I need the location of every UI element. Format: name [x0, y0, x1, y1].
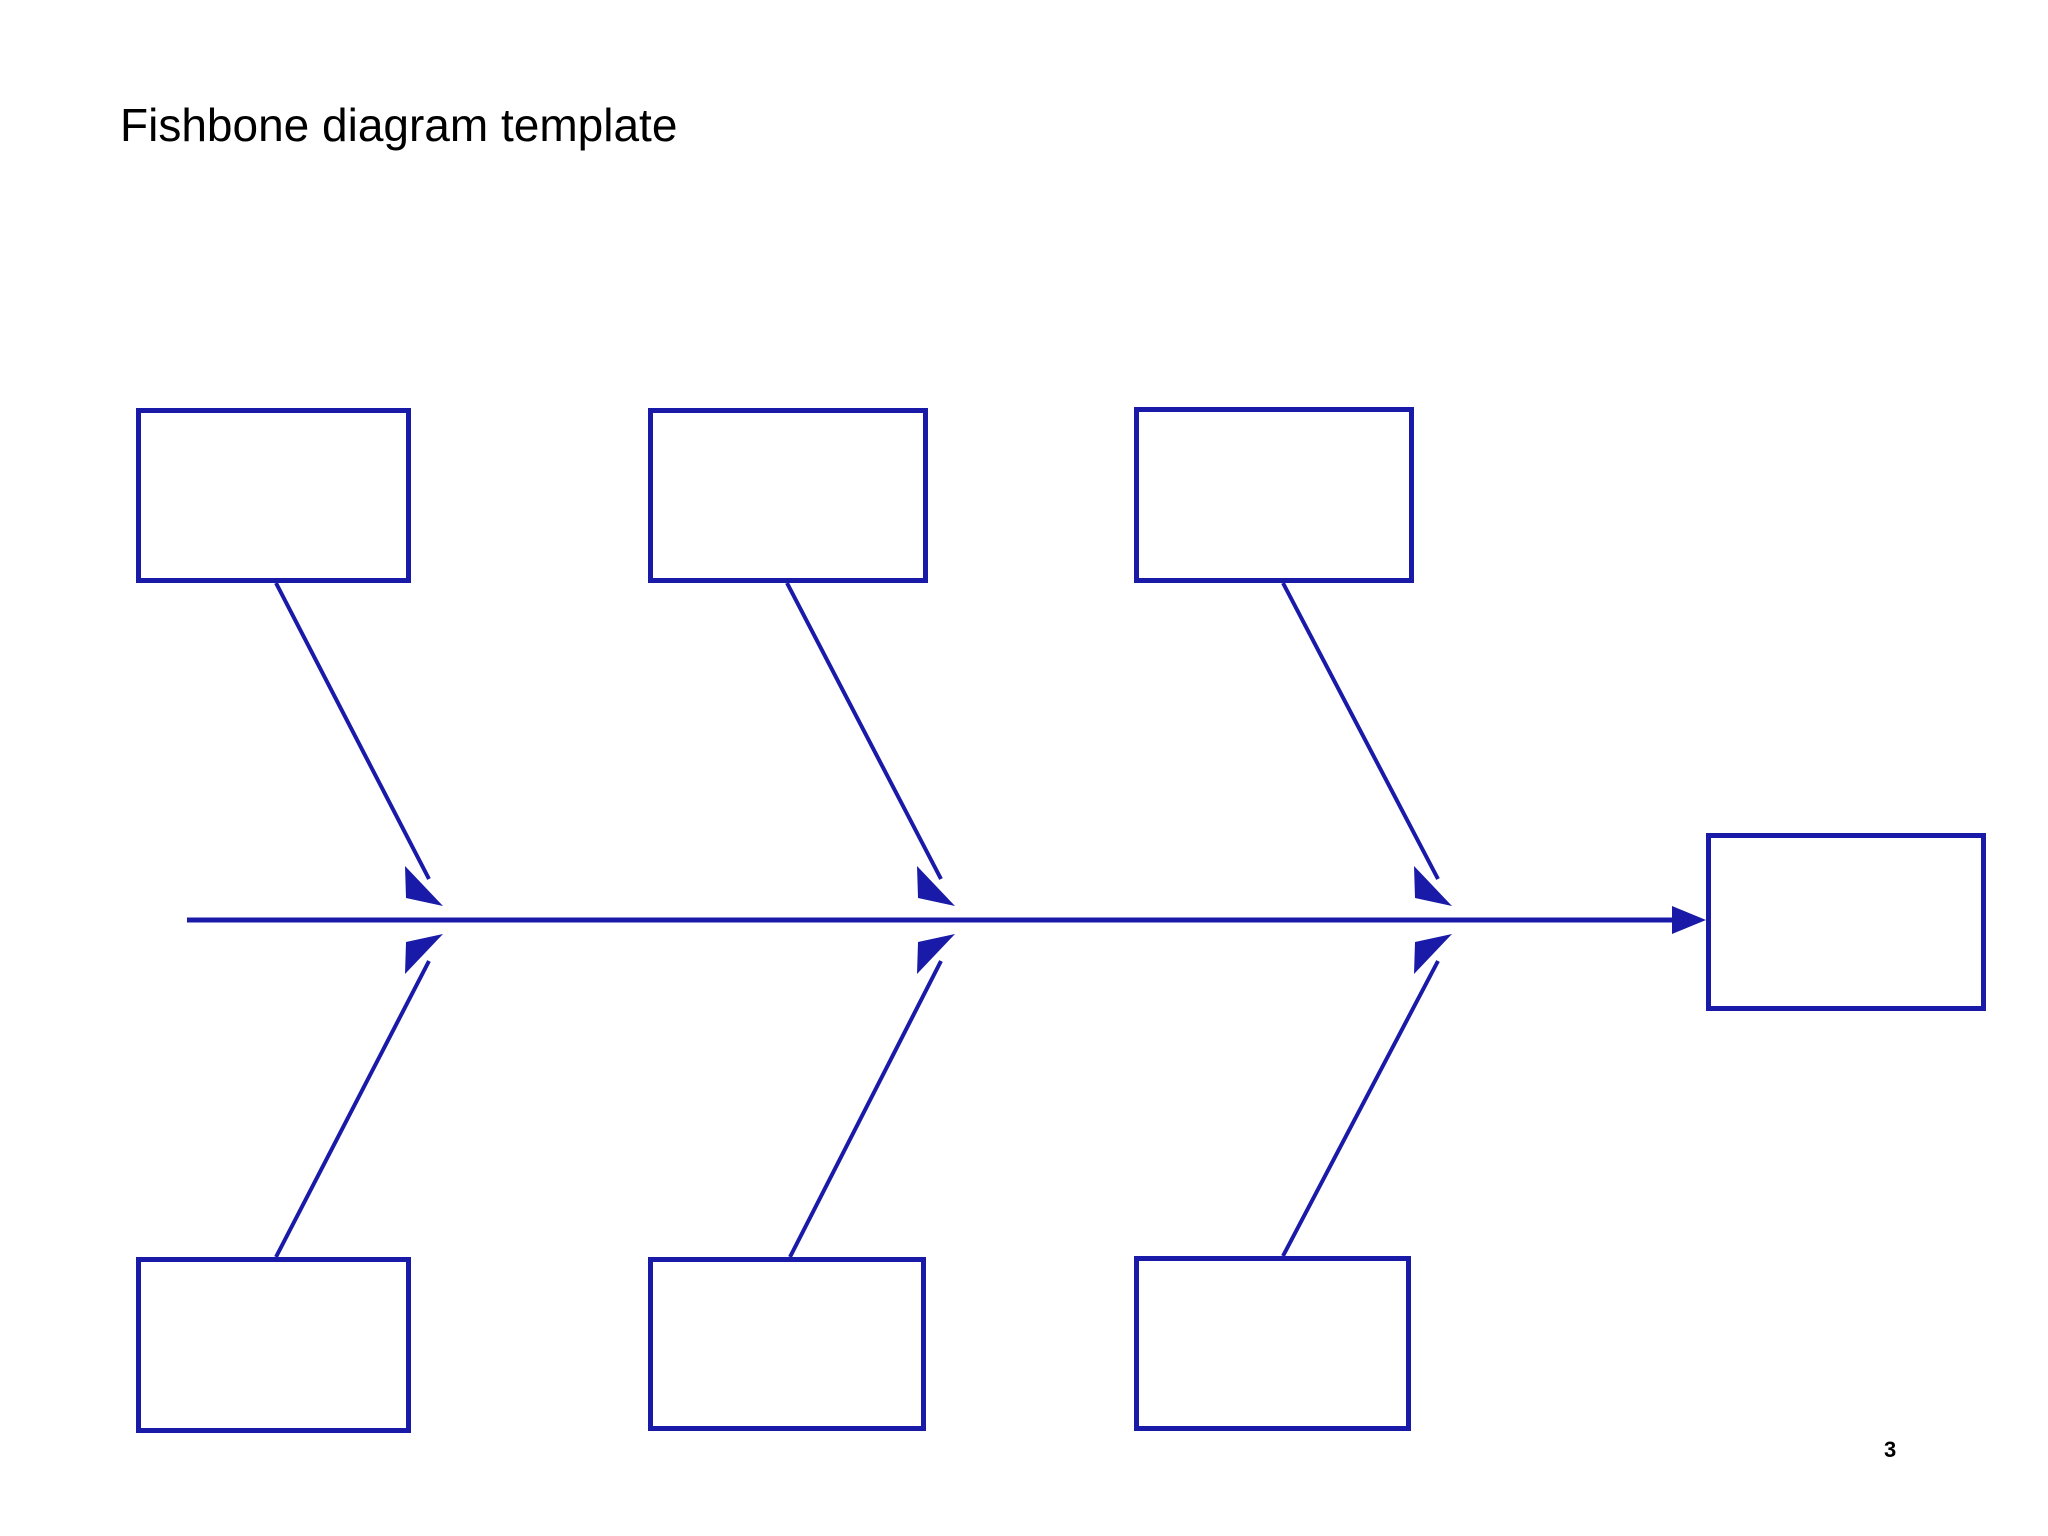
effect-box[interactable]	[1706, 833, 1986, 1011]
connector-bottom-3-arrowhead-icon	[1414, 934, 1452, 974]
cause-box-bottom-3[interactable]	[1134, 1256, 1411, 1431]
page-number: 3	[1884, 1437, 1897, 1462]
cause-box-bottom-2[interactable]	[648, 1257, 926, 1431]
page-title: Fishbone diagram template	[120, 99, 678, 151]
connector-top-2	[785, 582, 943, 880]
cause-box-top-2[interactable]	[648, 408, 928, 583]
cause-box-top-3[interactable]	[1134, 407, 1414, 583]
connector-top-1	[274, 582, 431, 880]
connector-bottom-3	[1281, 960, 1440, 1257]
spine-arrowhead-icon	[1672, 906, 1706, 934]
connector-bottom-1-arrowhead-icon	[405, 934, 443, 974]
connector-top-1-arrowhead-icon	[405, 866, 443, 906]
connector-top-3-arrowhead-icon	[1414, 866, 1452, 906]
connector-top-2-arrowhead-icon	[917, 866, 955, 906]
cause-box-bottom-1[interactable]	[136, 1257, 411, 1433]
connector-bottom-1	[274, 960, 431, 1258]
connector-bottom-2-arrowhead-icon	[917, 934, 955, 974]
cause-box-top-1[interactable]	[136, 408, 411, 583]
connector-bottom-2	[788, 960, 943, 1258]
connector-top-3	[1281, 582, 1440, 880]
